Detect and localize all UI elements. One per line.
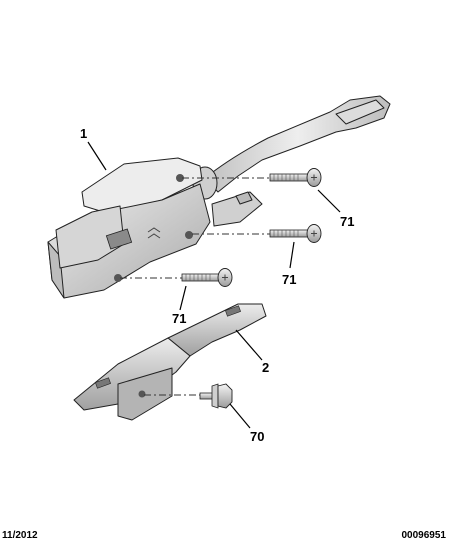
bracket-slot-right [225,305,241,317]
switch-rear-clip-tab [235,191,253,205]
bracket-fixing-hole [138,390,146,398]
screw-shank [181,273,221,282]
callout-71-upper: 71 [340,214,354,229]
screw-head-torx [311,174,317,181]
screw-thread [185,274,211,281]
screw-71-middle [269,224,322,243]
leader-1 [87,141,107,171]
switch-logo-mark [147,227,161,239]
leader-71-middle [289,241,295,269]
bolt-hex-head [217,383,233,409]
switch-lever-tip [335,99,385,125]
callout-labels: 1 71 71 71 2 70 [80,126,354,444]
callout-71-middle: 71 [282,272,296,287]
switch-fixing-hole-bottom [114,274,122,282]
screw-shank [269,229,309,238]
screw-shank [269,173,309,182]
leader-71-lower [179,285,187,311]
bolt-flange [211,383,219,409]
footer-date: 11/2012 [2,530,38,541]
switch-connector-pins [105,228,133,250]
assembly-axis-lines [120,177,270,396]
combination-switch-assembly [47,95,391,299]
screw-thread [273,230,299,237]
callout-1: 1 [80,126,87,141]
callout-71-lower: 71 [172,311,186,326]
bracket-upper-arm [167,303,267,357]
screw-71-upper [269,168,322,187]
screw-head-torx [311,230,317,237]
callout-2: 2 [262,360,269,375]
screw-thread [273,174,299,181]
bolt-70 [199,383,233,409]
screw-71-lower [181,268,233,287]
bracket-slot-left [95,377,111,389]
footer-reference-number: 00096951 [401,530,447,541]
switch-fixing-hole-mid [185,231,193,239]
leader-70 [229,403,251,429]
leader-71-upper [317,189,341,213]
screw-head-torx [222,274,228,281]
switch-fixing-hole-top [176,174,184,182]
mounting-bracket [73,303,267,421]
bracket-lower-body [73,337,191,411]
switch-housing-top [81,157,203,215]
callout-70: 70 [250,429,264,444]
leader-lines [87,141,341,429]
leader-2 [235,329,263,361]
